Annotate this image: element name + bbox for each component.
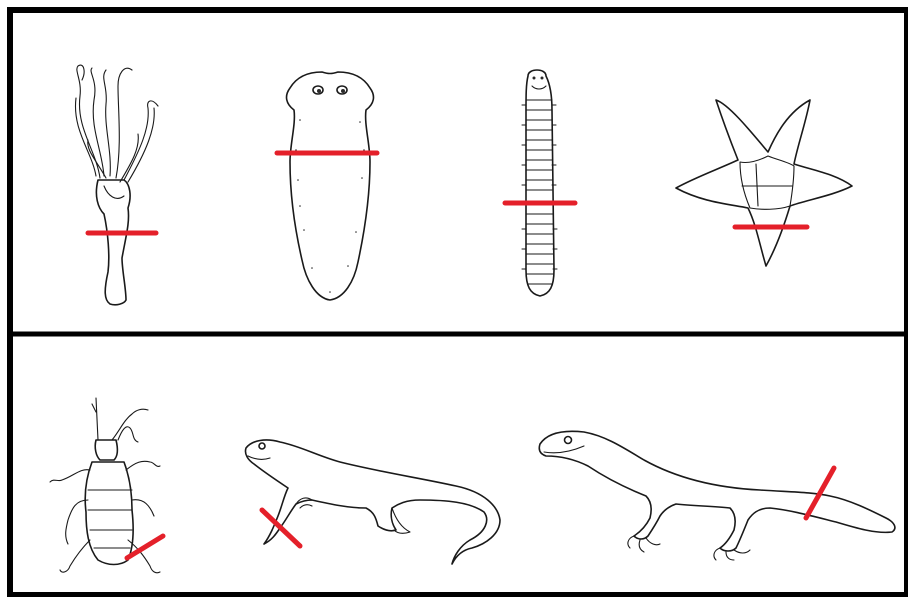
frame <box>10 10 907 595</box>
planarian-texture <box>295 119 365 293</box>
panel-top <box>75 65 852 305</box>
worm-icon <box>505 70 575 296</box>
starfish-icon <box>676 100 852 266</box>
hydra-icon <box>75 65 158 305</box>
insect-icon <box>50 398 163 573</box>
planarian-icon <box>277 72 377 300</box>
lizard-icon <box>539 431 895 560</box>
panel-bottom <box>50 398 895 573</box>
salamander-cut-line <box>262 510 300 546</box>
salamander-icon <box>245 440 500 564</box>
